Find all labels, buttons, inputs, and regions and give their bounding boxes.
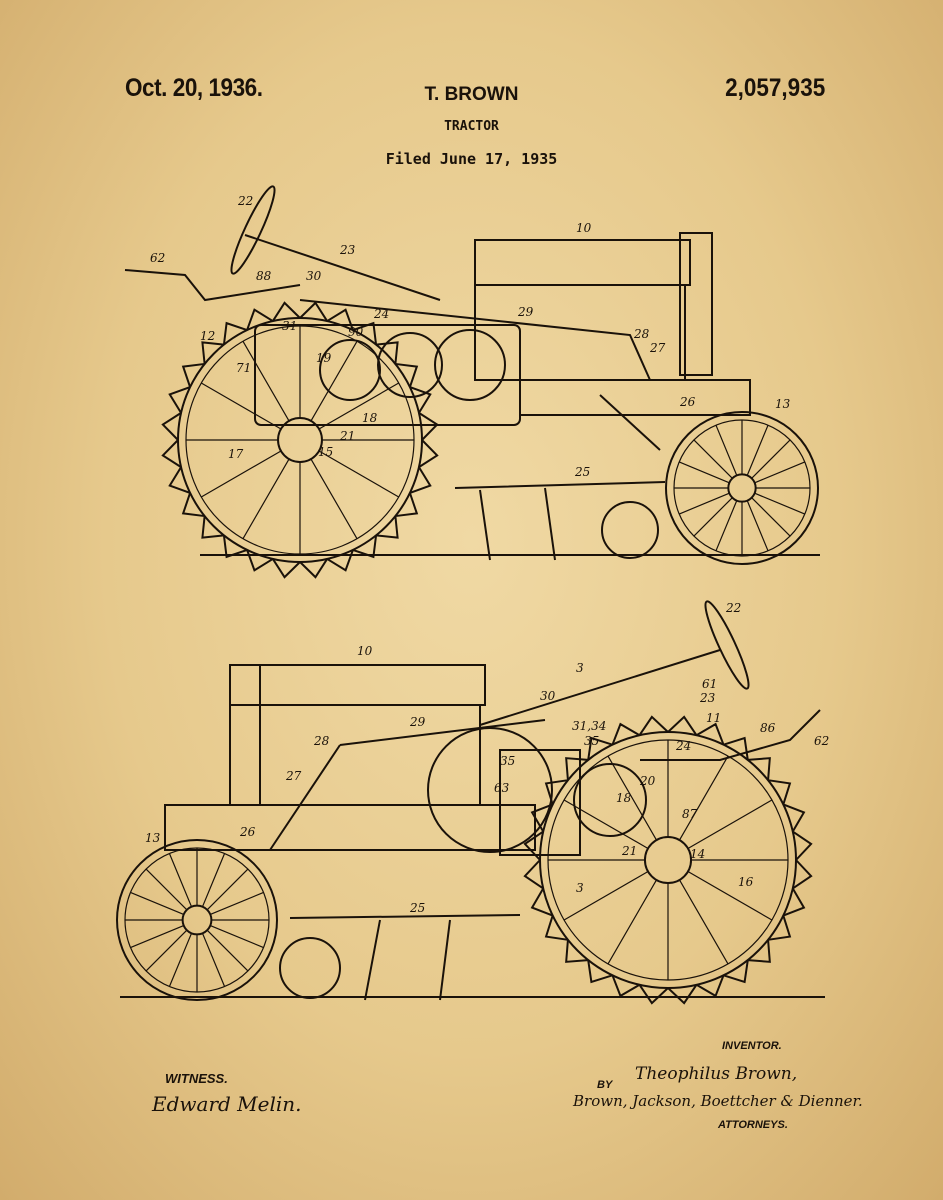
reference-numeral: 62 <box>150 251 165 265</box>
rear-spiked-wheel <box>523 715 813 1005</box>
front-wheel <box>665 411 819 565</box>
reference-numeral: 61 <box>702 677 717 691</box>
steering-column <box>479 649 721 726</box>
reference-numeral: 11 <box>706 711 721 725</box>
engine-block <box>474 284 686 381</box>
linkage-rod <box>299 299 651 381</box>
reference-numeral: 31,34 <box>572 719 606 733</box>
reference-numeral: 12 <box>200 329 215 343</box>
filed-date: Filed June 17, 1935 <box>385 150 558 168</box>
reference-numeral: 3 <box>576 881 584 895</box>
reference-numeral: 35 <box>584 734 599 748</box>
reference-numeral: 27 <box>649 341 666 355</box>
reference-numeral: 19 <box>316 351 332 365</box>
reference-numeral: 16 <box>738 875 754 889</box>
reference-numeral: 26 <box>239 825 256 839</box>
gauge-wheel <box>601 501 659 559</box>
inventor-name: T. BROWN <box>424 84 519 105</box>
reference-numeral: 14 <box>690 847 705 861</box>
reference-numeral: 28 <box>633 327 650 341</box>
linkage-rod <box>269 719 546 851</box>
reference-numeral: 23 <box>699 691 716 705</box>
reference-numeral: 22 <box>237 194 253 208</box>
reference-numeral: 71 <box>236 361 251 375</box>
reference-numeral: 23 <box>339 243 356 257</box>
reference-numeral: 13 <box>145 831 161 845</box>
cultivator <box>454 394 666 561</box>
frame <box>519 379 751 416</box>
reference-numeral: 30 <box>306 269 322 283</box>
reference-numeral: 21 <box>339 429 355 443</box>
transmission-housing <box>254 324 521 426</box>
attorneys-signature: Brown, Jackson, Boettcher & Dienner. <box>573 1092 863 1110</box>
reference-numeral: 17 <box>228 447 244 461</box>
reference-numeral: 26 <box>679 395 696 409</box>
rear-spiked-wheel <box>161 301 439 579</box>
hood <box>229 664 486 706</box>
cultivator <box>289 914 521 1001</box>
steering-wheel <box>230 185 276 275</box>
reference-numeral: 35 <box>500 754 515 768</box>
witness-label: WITNESS. <box>165 1071 228 1086</box>
front-wheel <box>116 839 278 1001</box>
reference-numeral: 10 <box>357 644 373 658</box>
reference-numeral: 88 <box>256 269 272 283</box>
engine-block <box>259 704 481 806</box>
reference-numeral: 86 <box>760 721 776 735</box>
reference-numeral: 20 <box>639 774 656 788</box>
reference-numeral: 62 <box>814 734 829 748</box>
reference-numeral: 15 <box>318 445 333 459</box>
gearbox <box>499 749 581 856</box>
by-label: BY <box>597 1079 613 1091</box>
patent-number: 2,057,935 <box>724 74 825 102</box>
reference-numeral: 87 <box>682 807 698 821</box>
patent-title: TRACTOR <box>444 119 499 134</box>
gauge-wheel <box>279 937 341 999</box>
attorneys-label: ATTORNEYS. <box>718 1119 788 1131</box>
witness-signature: Edward Melin. <box>152 1092 302 1116</box>
seat <box>124 269 301 302</box>
reference-numeral: 18 <box>362 411 378 425</box>
reference-numeral: 31 <box>282 319 297 333</box>
reference-numeral: 29 <box>409 715 426 729</box>
reference-numeral: 28 <box>313 734 330 748</box>
radiator <box>679 232 713 376</box>
patent-date: Oct. 20, 1936. <box>125 74 263 102</box>
seat <box>640 709 821 761</box>
reference-numeral: 29 <box>517 305 534 319</box>
reference-numeral: 21 <box>621 844 637 858</box>
reference-numeral: 24 <box>373 307 389 321</box>
inventor-signature: Theophilus Brown, <box>635 1064 798 1084</box>
reference-numeral: 13 <box>775 397 791 411</box>
reference-numeral: 27 <box>285 769 302 783</box>
reference-numeral: 25 <box>409 901 425 915</box>
reference-numeral: 22 <box>725 601 741 615</box>
reference-numeral: 25 <box>574 465 590 479</box>
reference-numeral: 18 <box>616 791 632 805</box>
reference-numeral: 30 <box>540 689 556 703</box>
reference-numeral: 63 <box>494 781 510 795</box>
reference-numeral: 10 <box>576 221 592 235</box>
steering-column <box>244 234 441 301</box>
reference-numeral: 3 <box>576 661 584 675</box>
steering-wheel <box>704 600 750 690</box>
reference-numeral: 24 <box>675 739 691 753</box>
frame <box>164 804 536 851</box>
inventor-label: INVENTOR. <box>722 1040 782 1052</box>
radiator <box>229 664 261 806</box>
hood <box>474 239 691 286</box>
reference-numeral: 90 <box>348 325 364 339</box>
